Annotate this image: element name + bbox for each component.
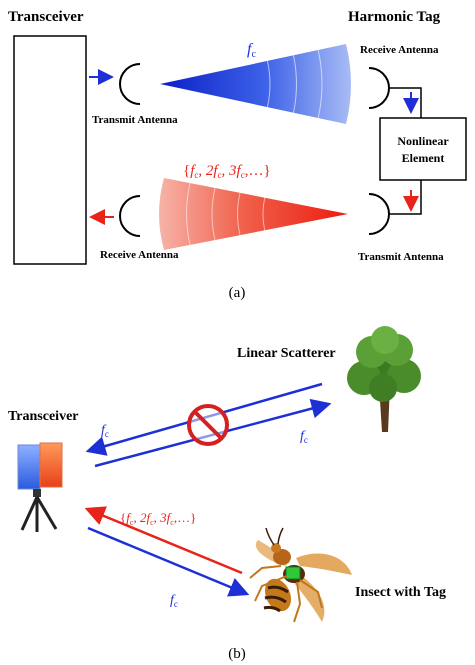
receive-antenna-right-icon [368, 67, 390, 109]
receive-antenna-right-label: Receive Antenna [360, 44, 439, 56]
insect-with-tag-label: Insect with Tag [355, 585, 446, 600]
harmonics-label-a: {fc, 2fc, 3fc,…} [183, 163, 271, 180]
nonlinear-label-2: Element [402, 151, 445, 165]
rx-wire [388, 87, 422, 118]
beam-bands-red [186, 182, 266, 246]
fc-label-b1: fc [101, 423, 109, 439]
nonlinear-label-1: Nonlinear [397, 134, 449, 148]
harmonic-return-arrow [84, 506, 243, 575]
harmonic-beam [159, 178, 348, 250]
beam-bands-blue [266, 48, 323, 120]
transmit-antenna-left-icon [119, 63, 141, 105]
transmit-antenna-right-icon [368, 193, 390, 235]
nonlinear-element-box [379, 117, 467, 181]
blocked-icon [187, 404, 229, 446]
transceiver-device-icon [17, 442, 63, 532]
linear-scatterer-label: Linear Scatterer [237, 346, 336, 361]
receive-antenna-left-label: Receive Antenna [100, 249, 179, 261]
transmit-antenna-left-label: Transmit Antenna [92, 114, 178, 126]
harmonics-label-b: {fc, 2fc, 3fc,…} [120, 510, 196, 527]
forward-beam [160, 44, 351, 124]
tree-icon [347, 326, 421, 432]
fc-label-b2: fc [300, 429, 308, 445]
transceiver-title-a: Transceiver [8, 9, 84, 25]
transmit-antenna-right-label: Transmit Antenna [358, 251, 444, 263]
caption-a: (a) [229, 285, 246, 301]
transceiver-box [13, 35, 87, 265]
receive-antenna-left-icon [119, 195, 141, 237]
tx-wire [388, 180, 422, 215]
fc-label-a: fc [247, 41, 256, 60]
caption-b: (b) [228, 646, 246, 662]
tag-forward-arrow [87, 526, 250, 597]
harmonic-tag-title: Harmonic Tag [348, 9, 441, 25]
insect-icon [249, 527, 352, 623]
fc-label-b3: fc [170, 593, 178, 609]
transceiver-title-b: Transceiver [8, 409, 79, 424]
